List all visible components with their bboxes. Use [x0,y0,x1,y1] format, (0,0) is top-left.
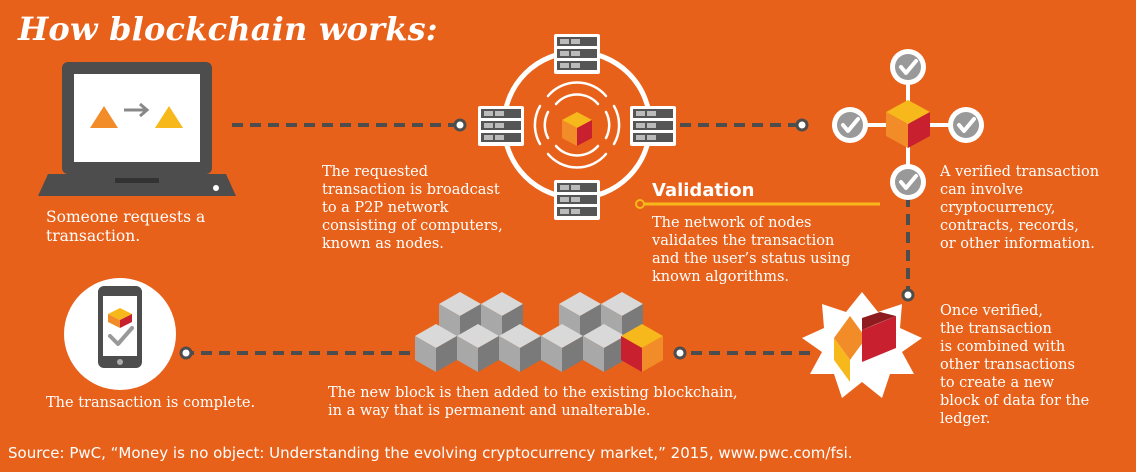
smartphone-icon [64,278,176,390]
signal-icon [533,81,621,169]
step-combined-text: Once verified, the transaction is combin… [940,303,1090,427]
step-request-text: Someone requests a transaction. [46,208,206,245]
verified-cluster [830,47,986,202]
p2p-network [478,34,676,220]
step-verified-text: A verified transaction can involve crypt… [940,164,1100,252]
source-citation: Source: PwC, “Money is no object: Unders… [8,444,853,462]
starburst-icon [802,292,922,398]
block-cube-icon [621,324,663,372]
step-added-text: The new block is then added to the exist… [328,385,738,419]
block-cube-icon [562,112,592,146]
validation-heading: Validation [652,180,755,201]
block-cube-icon [886,100,930,148]
connector-lines [185,123,910,355]
laptop-icon [38,62,236,196]
step-complete-text: The transaction is complete. [46,395,256,411]
connector-dots [179,118,915,360]
page-title: How blockchain works: [18,10,438,48]
blockchain-blocks [415,292,663,372]
step-validation-text: The network of nodes validates the trans… [652,215,851,285]
step-broadcast-text: The requested transaction is broadcast t… [322,164,503,252]
